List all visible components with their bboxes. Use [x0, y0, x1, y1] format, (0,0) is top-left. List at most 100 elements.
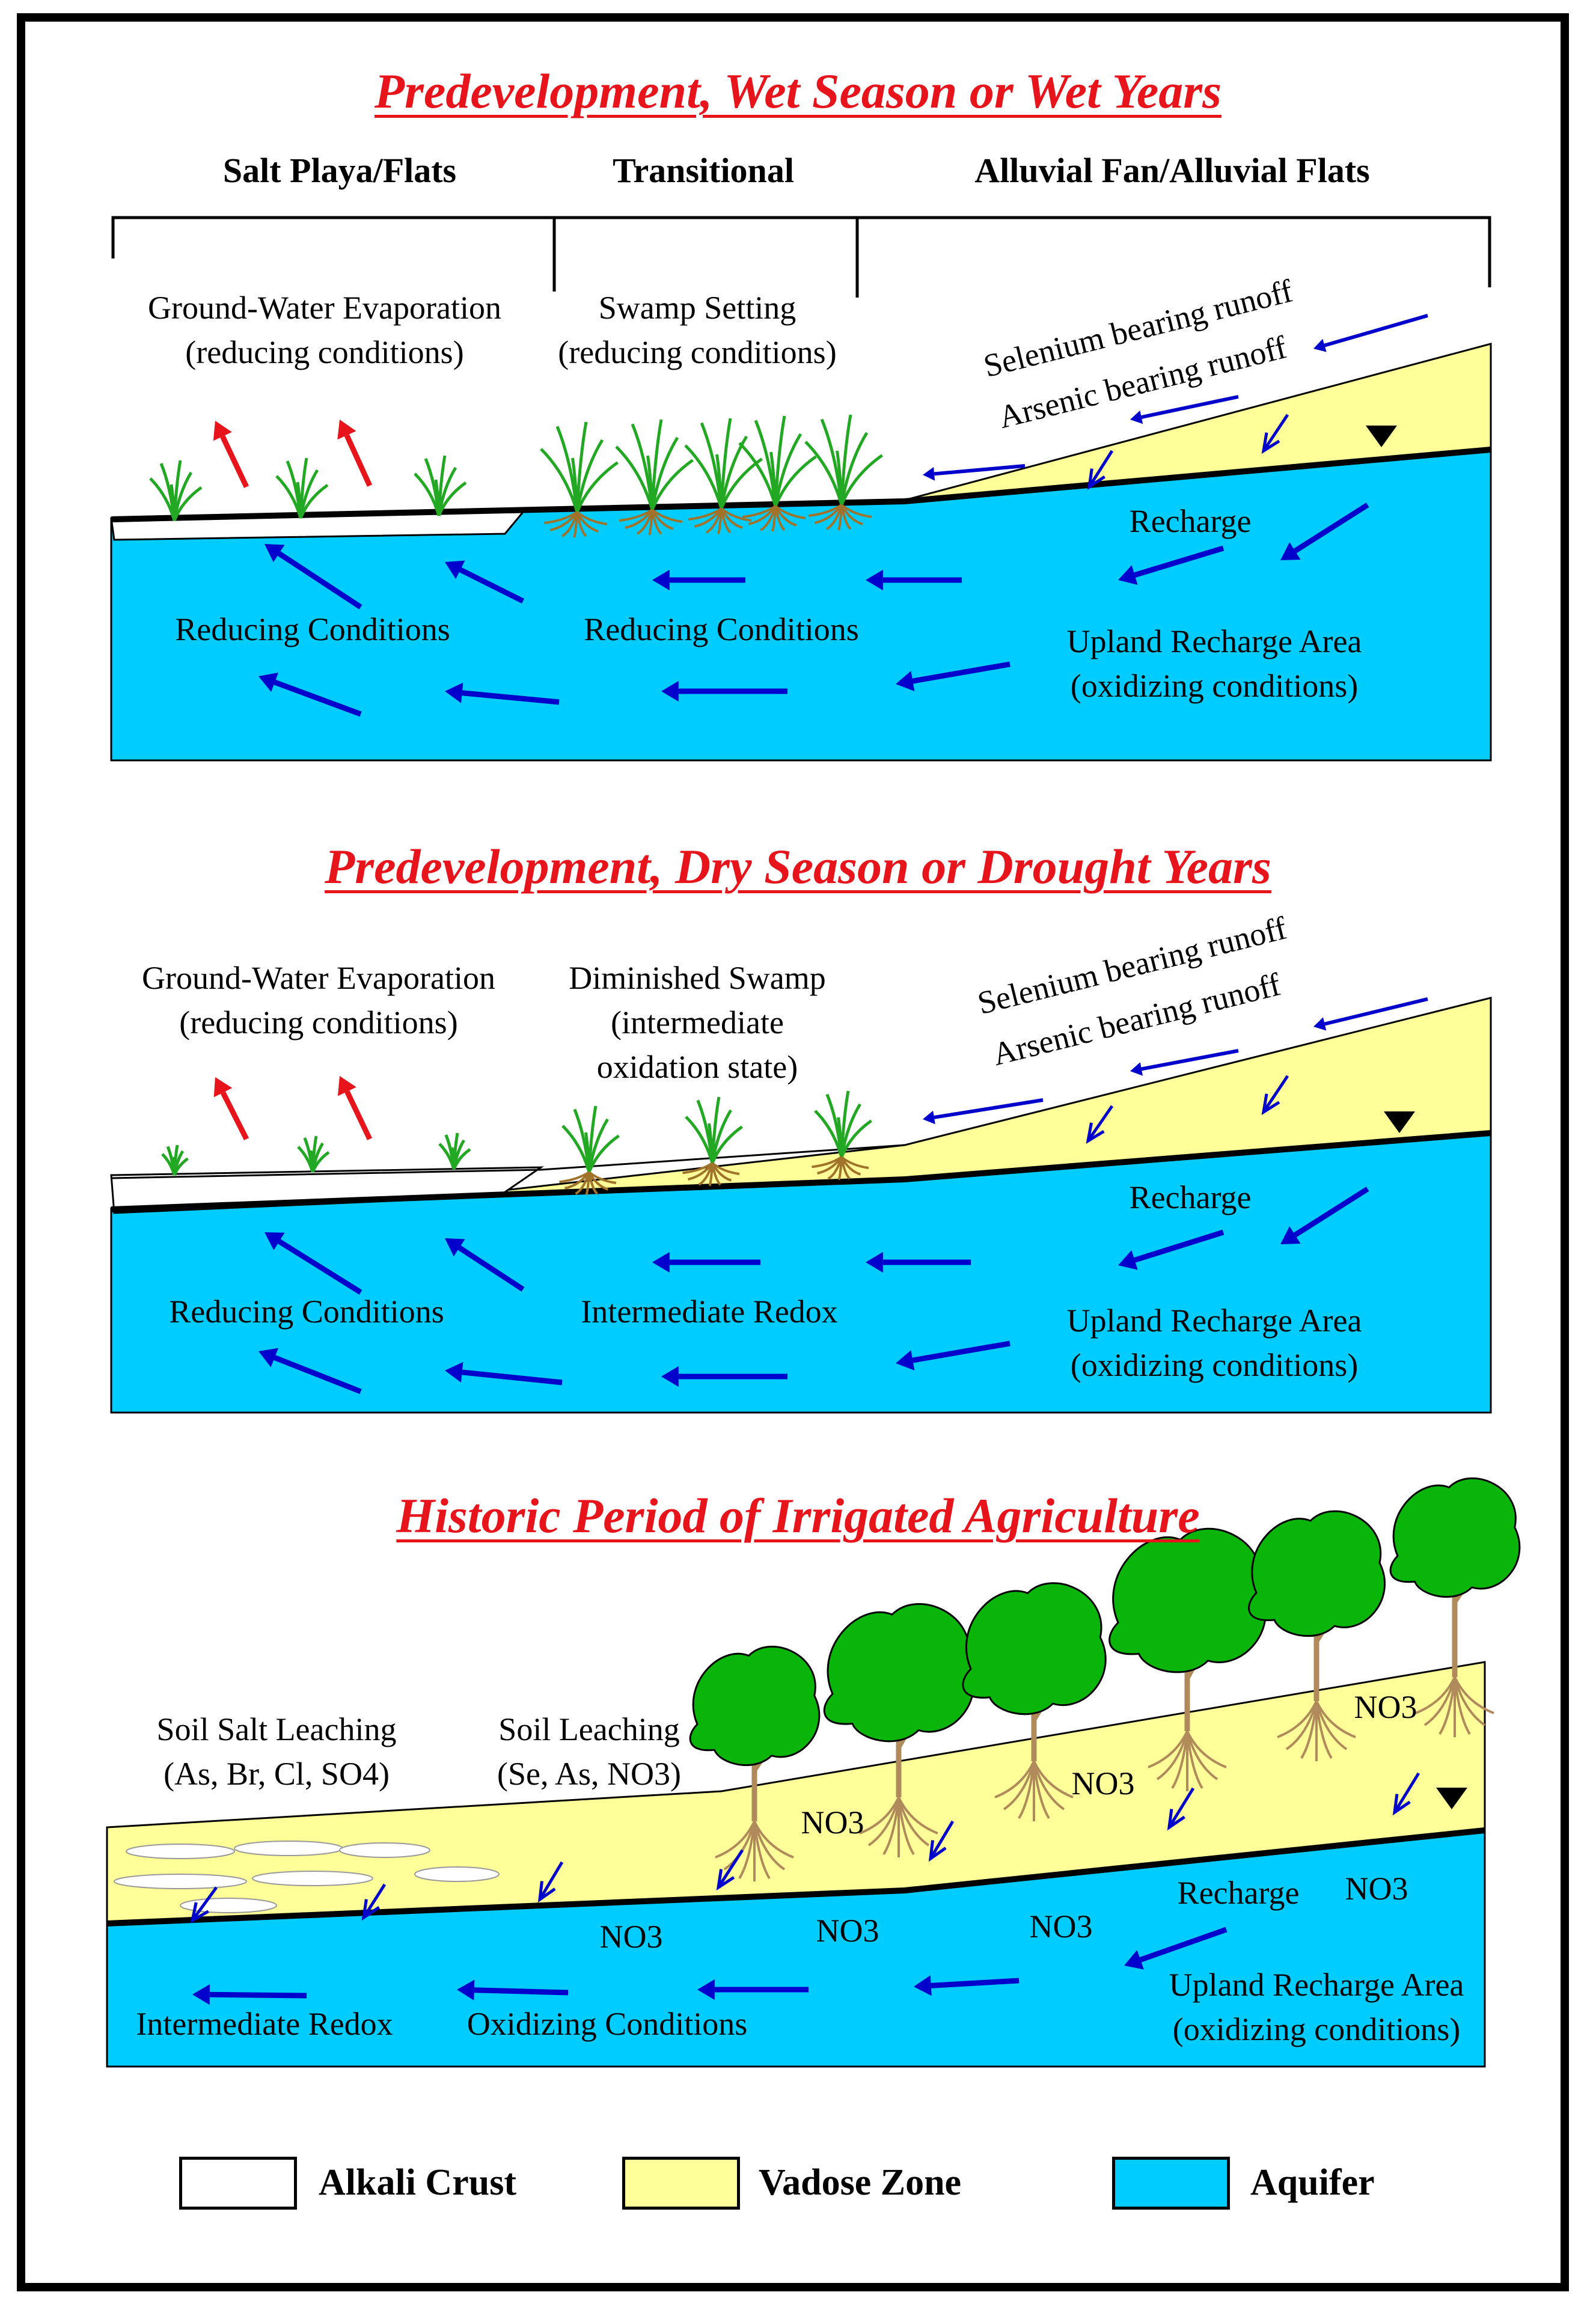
orchard-tree	[1248, 1510, 1386, 1761]
infiltration-arrow	[190, 1886, 218, 1923]
swamp-plant	[684, 418, 763, 509]
infiltration-arrow	[1261, 1075, 1289, 1116]
plant-roots	[688, 507, 752, 534]
panel3-upland-label: Upland Recharge Area(oxidizing condition…	[1169, 1967, 1464, 2047]
orchard-tree	[1108, 1527, 1267, 1791]
panel3-recharge-label: Recharge	[1177, 1875, 1300, 1911]
plant-roots	[619, 509, 683, 536]
salt-lens	[114, 1874, 247, 1889]
evaporation-arrow	[213, 421, 249, 488]
swamp-plant	[738, 415, 817, 507]
grass-plant	[414, 455, 467, 516]
panel1-reducing-mid-label: Reducing Conditions	[584, 611, 859, 647]
runoff-arrow	[923, 464, 1026, 481]
groundwater-flow-arrow	[661, 680, 787, 702]
groundwater-flow-arrow	[192, 1984, 307, 2005]
panel1-recharge-label: Recharge	[1129, 503, 1252, 539]
no3-label: NO3	[599, 1919, 663, 1955]
panel2-intermediate-label: Intermediate Redox	[581, 1294, 838, 1330]
panel1-upland-label: Upland Recharge Area(oxidizing condition…	[1066, 623, 1362, 704]
panel1-evaporation-label: Ground-Water Evaporation(reducing condit…	[148, 290, 501, 370]
plant-roots	[808, 504, 872, 531]
evaporation-arrow	[213, 1077, 249, 1141]
orchard-tree	[1389, 1477, 1521, 1738]
no3-label: NO3	[1071, 1765, 1135, 1801]
groundwater-flow-arrow	[258, 672, 362, 717]
runoff-arrow	[1313, 997, 1428, 1031]
panel3-soil-leach-label: Soil Leaching(Se, As, NO3)	[497, 1711, 681, 1792]
groundwater-flow-arrow	[914, 1975, 1020, 1996]
salt-lens	[414, 1866, 500, 1882]
no3-label: NO3	[801, 1804, 864, 1841]
evaporation-arrow	[337, 420, 373, 487]
panel2-recharge-label: Recharge	[1129, 1179, 1252, 1215]
salt-lens	[126, 1844, 235, 1859]
runoff-arrow	[1130, 395, 1239, 424]
grass-plant	[161, 1144, 189, 1176]
panel1-reducing-left-label: Reducing Conditions	[175, 611, 450, 647]
swamp-plant	[814, 1090, 872, 1158]
grass-plant	[297, 1135, 330, 1173]
swamp-plant	[685, 1096, 743, 1164]
groundwater-flow-arrow	[652, 1251, 760, 1273]
orchard-tree	[962, 1582, 1107, 1821]
groundwater-flow-arrow	[1118, 1229, 1225, 1270]
plant-roots	[682, 1162, 740, 1187]
infiltration-arrow	[537, 1861, 564, 1903]
groundwater-flow-arrow	[258, 1348, 362, 1395]
swamp-plant	[561, 1105, 620, 1173]
groundwater-flow-arrow	[661, 1366, 787, 1387]
groundwater-flow-arrow	[652, 569, 745, 591]
groundwater-flow-arrow	[1118, 545, 1225, 585]
groundwater-flow-arrow	[264, 544, 362, 610]
grass-plant	[438, 1132, 471, 1170]
water-table-marker	[1436, 1788, 1467, 1809]
swamp-plant	[615, 419, 694, 510]
groundwater-flow-arrow	[866, 569, 962, 591]
panel2-upland-label: Upland Recharge Area(oxidizing condition…	[1066, 1303, 1362, 1383]
water-table-marker	[1366, 426, 1397, 447]
plant-roots	[559, 1171, 617, 1196]
zone-alluvial-fan: Alluvial Fan/Alluvial Flats	[974, 151, 1370, 190]
legend-swatch-alkali-crust	[179, 2157, 297, 2210]
salt-lens	[339, 1842, 430, 1858]
panel1-title: Predevelopment, Wet Season or Wet Years	[374, 64, 1222, 118]
no3-label: NO3	[1354, 1689, 1417, 1725]
groundwater-flow-arrow	[866, 1251, 971, 1273]
groundwater-flow-arrow	[896, 661, 1010, 691]
land-surface	[111, 1144, 905, 1179]
panel1-swamp-label: Swamp Setting(reducing conditions)	[558, 290, 837, 370]
zone-transitional: Transitional	[613, 151, 794, 190]
swamp-plant	[804, 414, 883, 506]
plant-roots	[812, 1156, 869, 1181]
water-table-line	[111, 1130, 1491, 1212]
groundwater-flow-arrow	[264, 1232, 362, 1295]
infiltration-arrow	[1392, 1772, 1420, 1816]
runoff-arrow	[1130, 1049, 1239, 1076]
orchard-tree	[823, 1603, 975, 1857]
grass-plant	[149, 460, 203, 521]
panel3-oxidizing-label: Oxidizing Conditions	[466, 2006, 748, 2042]
infiltration-arrow	[1086, 1105, 1114, 1144]
legend-swatch-aquifer	[1112, 2157, 1230, 2210]
legend-swatch-vadose-zone	[622, 2157, 740, 2210]
panel3-intermediate-label: Intermediate Redox	[136, 2006, 393, 2042]
groundwater-flow-arrow	[445, 1238, 525, 1292]
legend-label-vadose-zone: Vadose Zone	[759, 2162, 962, 2203]
zone-bracket	[111, 216, 1491, 287]
no3-label: NO3	[1029, 1908, 1093, 1945]
groundwater-flow-arrow	[445, 560, 525, 604]
swamp-plant	[540, 421, 619, 513]
runoff-arrow	[923, 1098, 1044, 1125]
groundwater-flow-arrow	[1280, 1187, 1369, 1244]
water-table-marker	[1384, 1111, 1415, 1133]
water-table-line	[111, 447, 1491, 522]
groundwater-flow-arrow	[457, 1979, 569, 2000]
grass-plant	[275, 457, 329, 519]
groundwater-flow-arrow	[697, 1979, 809, 2000]
panel2-reducing-label: Reducing Conditions	[169, 1294, 444, 1330]
plant-roots	[742, 505, 806, 532]
